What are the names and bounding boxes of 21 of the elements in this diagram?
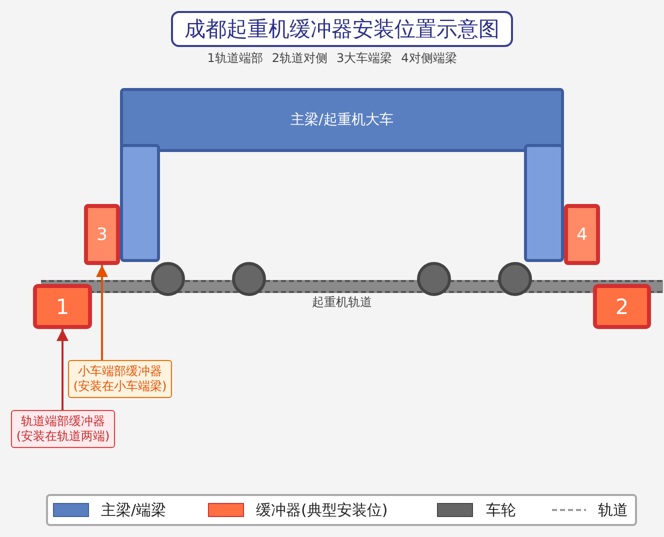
arrow bbox=[96, 265, 108, 360]
position-key: 2轨道对侧 bbox=[272, 50, 328, 66]
legend-label: 主梁/端梁 bbox=[101, 500, 166, 520]
legend-label: 轨道 bbox=[598, 500, 628, 520]
buffer-block: 4 bbox=[564, 204, 600, 265]
end-beam bbox=[120, 144, 160, 262]
callout-box: 小车端部缓冲器(安装在小车端梁) bbox=[68, 360, 172, 398]
position-key: 4对侧端梁 bbox=[401, 50, 457, 66]
buffer-block: 2 bbox=[593, 284, 651, 329]
callout-box: 轨道端部缓冲器(安装在轨道两端) bbox=[11, 410, 115, 448]
position-key: 3大车端梁 bbox=[336, 50, 392, 66]
end-beam bbox=[524, 144, 564, 262]
position-key: 1轨道端部 bbox=[207, 50, 263, 66]
buffer-block: 1 bbox=[33, 284, 92, 329]
track-label: 起重机轨道 bbox=[311, 294, 373, 311]
legend-label: 车轮 bbox=[486, 500, 516, 520]
main-girder: 主梁/起重机大车 bbox=[120, 88, 564, 152]
buffer-block: 3 bbox=[84, 204, 120, 265]
legend-label: 缓冲器(典型安装位) bbox=[256, 500, 388, 520]
arrow bbox=[56, 329, 68, 410]
title-box: 成都起重机缓冲器安装位置示意图 bbox=[171, 11, 513, 47]
